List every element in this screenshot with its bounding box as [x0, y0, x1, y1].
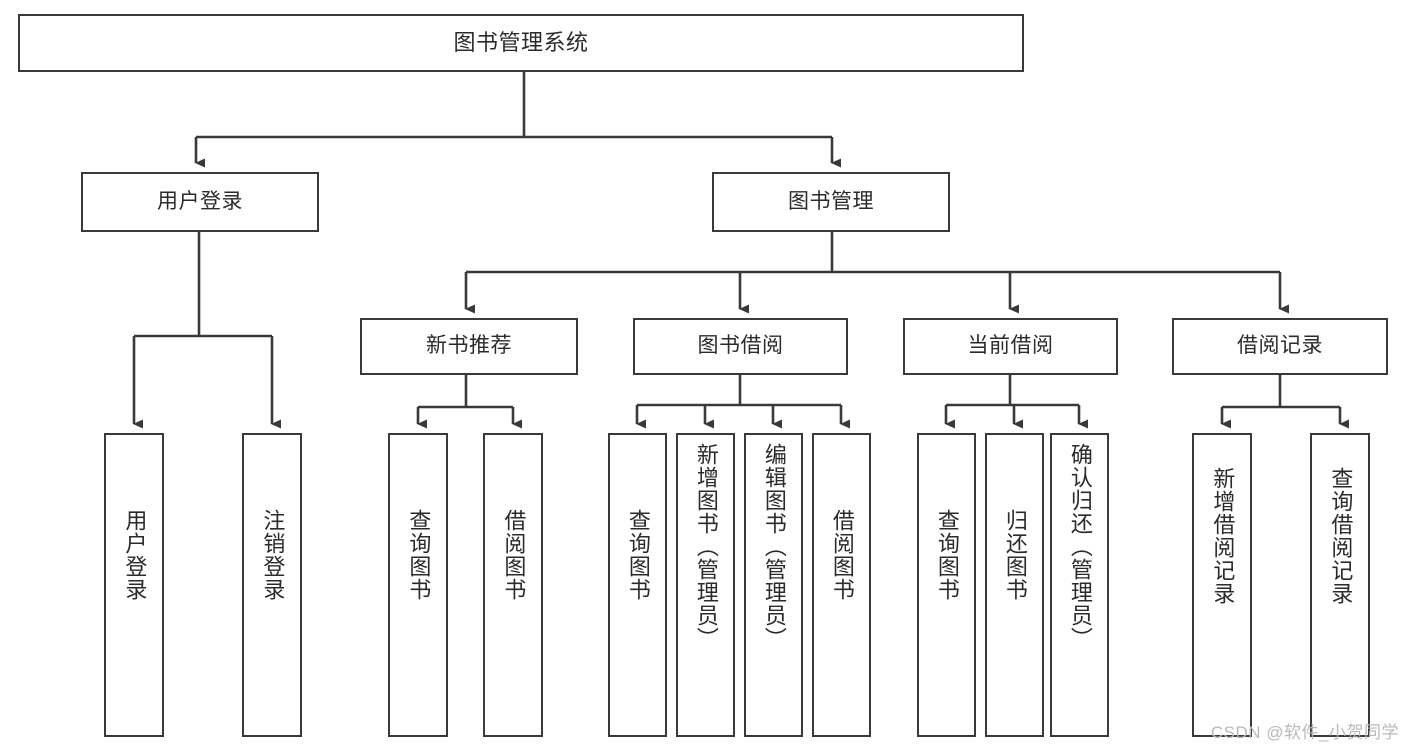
- node-leaf-edit-book-admin[interactable]: 编辑图书（管理员）: [744, 433, 803, 737]
- node-leaf-borrow-book-recommend[interactable]: 借阅图书: [483, 433, 543, 737]
- node-leaf-query-book-recommend[interactable]: 查询图书: [388, 433, 448, 737]
- node-label: 用户登录: [157, 189, 243, 213]
- node-leaf-user-login[interactable]: 用户登录: [104, 433, 164, 737]
- node-label: 查询图书: [934, 509, 960, 601]
- node-book-management[interactable]: 图书管理: [712, 172, 950, 232]
- node-leaf-query-book-current[interactable]: 查询图书: [917, 433, 976, 737]
- node-label: 编辑图书（管理员）: [761, 443, 787, 650]
- node-leaf-query-borrow-record[interactable]: 查询借阅记录: [1310, 433, 1370, 737]
- node-label: 借阅记录: [1237, 334, 1323, 358]
- node-new-book-recommend[interactable]: 新书推荐: [360, 318, 578, 375]
- node-label: 借阅图书: [501, 509, 527, 601]
- node-label: 图书管理系统: [453, 30, 589, 56]
- node-label: 借阅图书: [829, 509, 855, 601]
- node-root-book-management-system[interactable]: 图书管理系统: [18, 14, 1024, 72]
- node-label: 用户登录: [122, 509, 148, 601]
- node-label: 图书管理: [788, 189, 874, 213]
- node-leaf-confirm-return-admin[interactable]: 确认归还（管理员）: [1050, 433, 1109, 737]
- node-label: 注销登录: [260, 509, 286, 601]
- node-label: 查询图书: [625, 509, 651, 601]
- node-leaf-borrow-book[interactable]: 借阅图书: [812, 433, 871, 737]
- node-label: 新书推荐: [426, 334, 512, 358]
- node-borrow-record[interactable]: 借阅记录: [1172, 318, 1388, 375]
- node-label: 新增图书（管理员）: [693, 443, 719, 650]
- node-current-borrow[interactable]: 当前借阅: [903, 318, 1118, 375]
- node-leaf-query-book-borrow[interactable]: 查询图书: [608, 433, 667, 737]
- node-label: 确认归还（管理员）: [1067, 443, 1093, 650]
- node-label: 当前借阅: [967, 334, 1054, 358]
- node-book-borrow[interactable]: 图书借阅: [633, 318, 848, 375]
- node-leaf-logout-login[interactable]: 注销登录: [242, 433, 302, 737]
- node-label: 查询图书: [406, 509, 432, 601]
- node-user-login[interactable]: 用户登录: [81, 172, 319, 232]
- node-leaf-return-book[interactable]: 归还图书: [985, 433, 1044, 737]
- node-label: 图书借阅: [697, 334, 784, 358]
- node-label: 归还图书: [1002, 509, 1028, 601]
- node-leaf-add-borrow-record[interactable]: 新增借阅记录: [1192, 433, 1252, 737]
- node-label: 查询借阅记录: [1328, 467, 1354, 605]
- node-leaf-add-book-admin[interactable]: 新增图书（管理员）: [676, 433, 735, 737]
- node-label: 新增借阅记录: [1210, 467, 1236, 605]
